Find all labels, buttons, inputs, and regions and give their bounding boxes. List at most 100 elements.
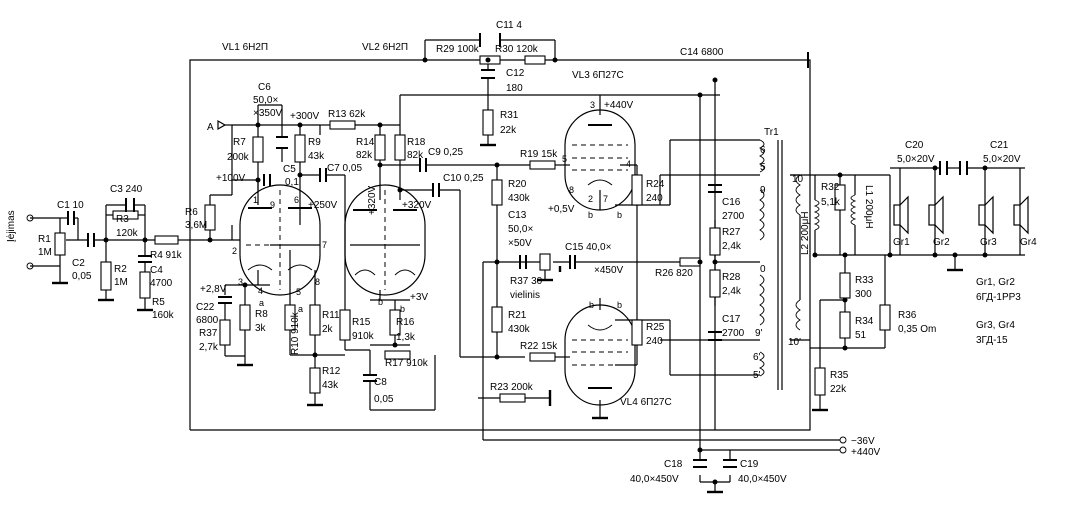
v28-label: +2,8V — [200, 284, 227, 295]
note-gr34-type: 3ГД-15 — [976, 335, 1008, 346]
note-gr12: Gr1, Gr2 — [976, 277, 1015, 288]
c16-label: C16 — [722, 197, 741, 208]
r20-label: R20 — [508, 179, 527, 190]
c13-value2: ×50V — [508, 238, 532, 249]
c3-label: C3 240 — [110, 184, 143, 195]
r24-value: 240 — [646, 193, 663, 204]
r15-body — [339, 309, 351, 341]
r21-label: R21 — [508, 310, 527, 321]
r12-body — [309, 367, 321, 394]
r36-label: R36 — [898, 310, 917, 321]
wiring — [30, 39, 1025, 492]
c4-label: C4 — [150, 265, 163, 276]
vl3-pin-4: 4 — [626, 159, 631, 169]
r23-label: R23 200k — [490, 382, 534, 393]
c21-label: C21 — [990, 140, 1009, 151]
r30-body — [524, 55, 546, 65]
v440-label: +440V — [604, 100, 634, 111]
r34-value: 51 — [855, 330, 867, 341]
r3-label: R3 — [116, 214, 129, 225]
r8-body — [239, 304, 251, 331]
r32-label: R32 — [821, 182, 840, 193]
r19-label: R19 15k — [520, 149, 558, 160]
v05-label: +0,5V — [548, 204, 575, 215]
vl4-pin-b2: b — [617, 300, 622, 310]
vl3-pin-7: 7 — [603, 194, 608, 204]
r35-body — [814, 367, 826, 396]
vl3-pin-b2: b — [617, 210, 622, 220]
r19-body — [529, 160, 556, 170]
c13-label: C13 — [508, 210, 527, 221]
r14-label: R14 — [356, 137, 375, 148]
note-gr12-type: 6ГД-1РР3 — [976, 292, 1021, 303]
r2-label: R2 — [114, 264, 127, 275]
tube-vl2 — [344, 184, 426, 296]
vl4-pin-b1: b — [589, 300, 594, 310]
c21-value: 5,0×20V — [983, 154, 1021, 165]
r2-body — [100, 261, 112, 291]
vl1-label: VL1 6Н2П — [222, 42, 268, 53]
tr-pin-5: 5 — [760, 162, 766, 173]
vl3-pin-b1: b — [588, 210, 593, 220]
r18-label: R18 — [407, 137, 426, 148]
c19-label: C19 — [740, 459, 759, 470]
r25-value: 240 — [646, 336, 663, 347]
r20-value: 430k — [508, 193, 531, 204]
vl3-pin-8: 8 — [569, 185, 574, 195]
input-label: Įėjimas — [6, 210, 17, 242]
tube-vl1 — [239, 184, 321, 296]
gr2-label: Gr2 — [933, 237, 950, 248]
c20-label: C20 — [905, 140, 924, 151]
c2-value: 0,05 — [72, 271, 92, 282]
r24-body — [631, 174, 643, 206]
r5-body — [139, 271, 151, 299]
r28-label: R28 — [722, 272, 741, 283]
r33-label: R33 — [855, 275, 874, 286]
r27-label: R27 — [722, 227, 741, 238]
r6-body — [204, 204, 216, 231]
capacitors — [67, 33, 968, 468]
c5-value: 0,1 — [285, 177, 299, 188]
r25-body — [631, 319, 643, 346]
r1-label: R1 — [38, 234, 51, 245]
vl1-pin-6: 6 — [294, 195, 299, 205]
r37b-body — [539, 253, 551, 271]
r6-value: 3,6M — [185, 220, 207, 231]
r37-value: 2,7k — [199, 342, 219, 353]
r9-body — [294, 134, 306, 163]
v-36-label: −36V — [851, 436, 875, 447]
c22-value: 6800 — [196, 315, 219, 326]
l1-label: L1 200μH — [863, 185, 874, 229]
vl1-pin-1: 1 — [253, 195, 258, 205]
tube-vl3 — [564, 109, 636, 211]
r11-value: 2k — [322, 324, 334, 335]
r17-body — [384, 350, 411, 360]
vl3-label: VL3 6П27С — [572, 70, 624, 81]
resistors — [54, 55, 891, 403]
r25-label: R25 — [646, 322, 665, 333]
tr-pin-9p: 9' — [755, 328, 763, 339]
vl3-pin-5: 5 — [562, 154, 567, 164]
r12-label: R12 — [322, 366, 341, 377]
vl1-pin-2: 2 — [232, 246, 237, 256]
c12-value: 180 — [506, 83, 523, 94]
r20-body — [491, 179, 503, 206]
c12-label: C12 — [506, 68, 525, 79]
vl1-pin-a2: a — [298, 304, 303, 314]
c17-value: 2700 — [722, 328, 745, 339]
r16-label: R16 — [396, 317, 415, 328]
r7-label: R7 — [233, 137, 246, 148]
tr-pin-6: 6 — [760, 145, 766, 156]
c2-label: C2 — [72, 258, 85, 269]
c17-label: C17 — [722, 314, 741, 325]
r31-body — [482, 109, 494, 136]
r15-label: R15 — [352, 317, 371, 328]
r37b-label: R37 30 — [510, 276, 543, 287]
r24-label: R24 — [646, 179, 665, 190]
r28-value: 2,4k — [722, 286, 742, 297]
tr-pin-10p: 10' — [788, 337, 801, 348]
vl1-pin-7: 7 — [322, 240, 327, 250]
r11-label: R11 — [322, 310, 340, 321]
r9-label: R9 — [308, 137, 321, 148]
